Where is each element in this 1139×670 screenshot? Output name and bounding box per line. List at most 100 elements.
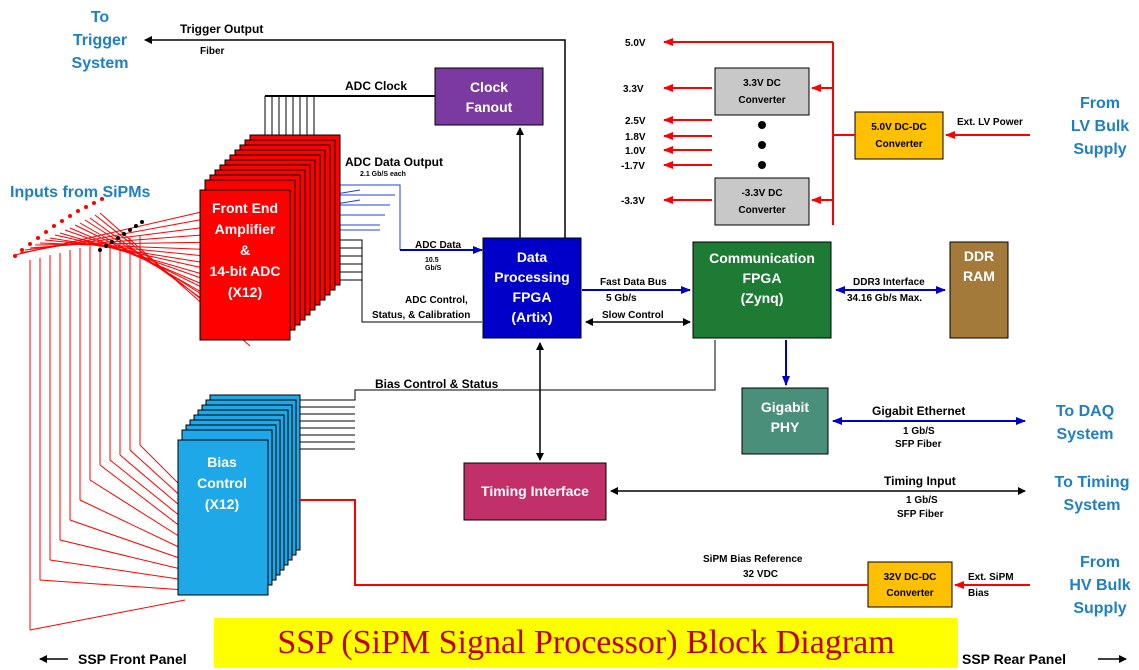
- sipm-bias-ref-label: SiPM Bias Reference: [703, 554, 803, 565]
- adc-data-rate2a-label: 10.5: [425, 257, 439, 264]
- ddr-ram-box: [949, 241, 1009, 339]
- dc33-label-1: 3.3V DC: [743, 78, 781, 89]
- to-trigger-label-2: Trigger: [73, 32, 127, 49]
- inputs-from-sipms-label: Inputs from SiPMs: [10, 184, 151, 201]
- dc5-converter-box: [854, 111, 944, 160]
- slow-control-label: Slow Control: [602, 310, 664, 321]
- gphy-label-1: Gigabit: [761, 399, 810, 415]
- voltage-m1v7-label: -1.7V: [621, 161, 645, 172]
- sipm-input-dots: [13, 197, 104, 258]
- ddr3-interface-label: DDR3 Interface: [853, 277, 925, 288]
- bias-lines: [300, 340, 716, 450]
- dcm33-label-1: -3.3V DC: [741, 188, 782, 199]
- timing-input-label: Timing Input: [884, 474, 956, 488]
- to-daq-label-1: To DAQ: [1056, 403, 1114, 420]
- comm-label-1: Communication: [709, 250, 815, 266]
- ddr-label-1: DDR: [964, 248, 994, 264]
- ellipsis-dot-2: [758, 141, 766, 149]
- voltage-5v-label: 5.0V: [625, 38, 646, 49]
- ssp-rear-panel-label: SSP Rear Panel: [962, 651, 1066, 667]
- to-trigger-label-3: System: [72, 55, 129, 72]
- comm-label-3: (Zynq): [741, 290, 784, 306]
- comm-label-2: FPGA: [743, 270, 782, 286]
- bias-control-block: Bias Control (X12): [197, 454, 247, 512]
- ge-fiber-label: SFP Fiber: [895, 439, 942, 450]
- data-processing-fpga-box: [482, 237, 582, 339]
- bias-control-stack: [177, 394, 301, 596]
- voltage-1v0-label: 1.0V: [625, 146, 646, 157]
- sipm-bias-volt-label: 32 VDC: [743, 569, 778, 580]
- fast-data-bus-label: Fast Data Bus: [600, 277, 667, 288]
- adc-data-output-label: ADC Data Output: [345, 155, 443, 169]
- ellipsis-dot-1: [758, 121, 766, 129]
- adc-data-rate-label: 2.1 Gb/S each: [360, 171, 406, 178]
- hv-red-lines: [300, 499, 1030, 589]
- fe-label-2: Amplifier: [215, 221, 276, 237]
- ext-sipm-label-2: Bias: [968, 588, 990, 599]
- fe-label-4: 14-bit ADC: [209, 263, 280, 279]
- gigabit-ethernet-label: Gigabit Ethernet: [872, 404, 965, 418]
- voltage-1v8-label: 1.8V: [625, 132, 646, 143]
- ext-lv-power-label: Ext. LV Power: [957, 117, 1023, 128]
- adc-control-lines: [340, 239, 482, 323]
- fe-label-3: &: [240, 242, 250, 258]
- to-daq-label-2: System: [1057, 426, 1114, 443]
- dc5-label-1: 5.0V DC-DC: [871, 122, 927, 133]
- timing-interface-box: [463, 462, 607, 521]
- ddr3-rate-label: 34.16 Gb/s Max.: [847, 293, 922, 304]
- power-red-lines: [663, 38, 1030, 225]
- bias-control-status-label: Bias Control & Status: [375, 377, 499, 391]
- dc5-label-2: Converter: [875, 139, 922, 150]
- from-hv-label-1: From: [1080, 554, 1120, 571]
- voltage-2v5-label: 2.5V: [625, 116, 646, 127]
- front-end-block: Front End Amplifier & 14-bit ADC (X12): [209, 200, 280, 300]
- adc-control-label-1: ADC Control,: [405, 295, 468, 306]
- dcm33-label-2: Converter: [738, 205, 785, 216]
- from-lv-label-2: LV Bulk: [1071, 118, 1129, 135]
- fe-label-5: (X12): [228, 284, 262, 300]
- dp-label-1: Data: [517, 249, 548, 265]
- from-lv-label-3: Supply: [1073, 141, 1126, 158]
- from-hv-label-3: Supply: [1073, 600, 1126, 617]
- adc-data-label: ADC Data: [415, 240, 462, 251]
- clock-fanout-label-1: Clock: [470, 79, 508, 95]
- to-timing-label-2: System: [1064, 497, 1121, 514]
- front-end-stack: [199, 134, 341, 341]
- ssp-front-panel-label: SSP Front Panel: [78, 651, 187, 667]
- timing-rate-label: 1 Gb/S: [906, 495, 938, 506]
- ext-sipm-label-1: Ext. SiPM: [968, 572, 1014, 583]
- clock-fanout-label-2: Fanout: [466, 99, 513, 115]
- timing-fiber-label: SFP Fiber: [897, 509, 944, 520]
- dc32-converter-box: [867, 561, 953, 608]
- ge-rate-label: 1 Gb/S: [903, 426, 935, 437]
- dp-label-2: Processing: [494, 269, 569, 285]
- trigger-output-label: Trigger Output: [180, 22, 263, 36]
- ddr-label-2: RAM: [963, 268, 995, 284]
- adc-clock-label: ADC Clock: [345, 79, 407, 93]
- dc32-label-1: 32V DC-DC: [884, 572, 937, 583]
- from-lv-label-1: From: [1080, 95, 1120, 112]
- dc33-converter-box: [714, 67, 810, 116]
- bias-label-1: Bias: [207, 454, 237, 470]
- diagram-title: SSP (SiPM Signal Processor) Block Diagra…: [277, 624, 895, 661]
- title-banner: SSP (SiPM Signal Processor) Block Diagra…: [214, 618, 958, 668]
- clock-fanout-box: [434, 67, 544, 126]
- dp-label-3: FPGA: [513, 289, 552, 305]
- dcm33-converter-box: [714, 177, 810, 226]
- dc33-label-2: Converter: [738, 95, 785, 106]
- communication-fpga-box: [692, 241, 832, 339]
- fiber-label: Fiber: [200, 46, 225, 57]
- adc-control-label-2: Status, & Calibration: [372, 310, 470, 321]
- trigger-output-line: [144, 36, 566, 238]
- fe-label-1: Front End: [212, 200, 278, 216]
- dp-label-4: (Artix): [511, 309, 552, 325]
- bias-label-2: Control: [197, 475, 247, 491]
- adc-data-rate2b-label: Gb/S: [425, 265, 442, 272]
- sipm-input-dots-black: [98, 220, 144, 252]
- voltage-3v3-label: 3.3V: [623, 84, 644, 95]
- gphy-label-2: PHY: [771, 419, 800, 435]
- ellipsis-dot-3: [758, 161, 766, 169]
- from-hv-label-2: HV Bulk: [1069, 577, 1130, 594]
- timing-if-label: Timing Interface: [481, 483, 589, 499]
